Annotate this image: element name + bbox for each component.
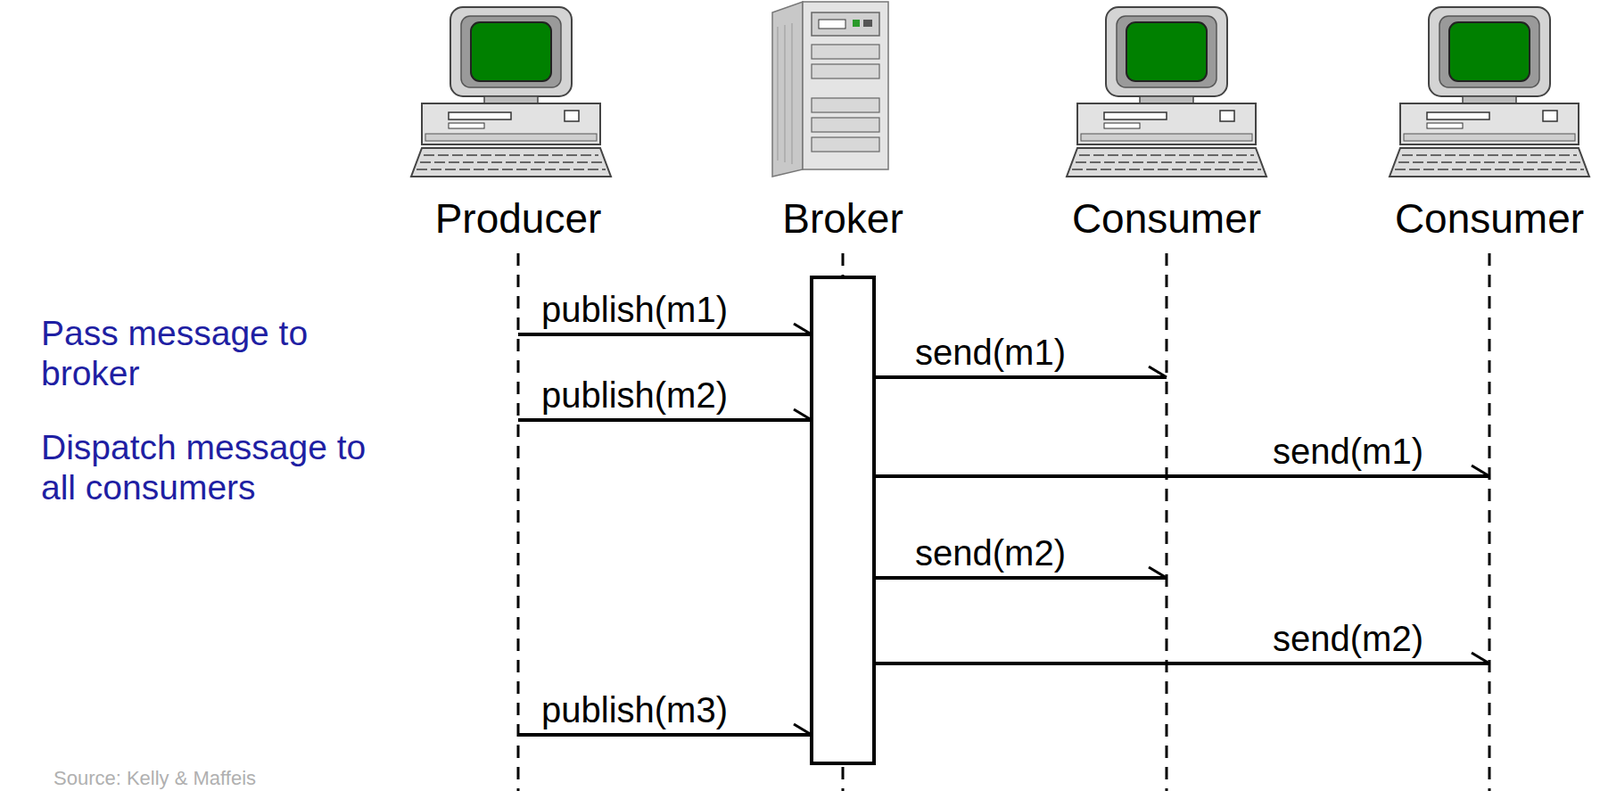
step-note: Dispatch message to all consumers bbox=[41, 428, 389, 509]
participant-label: Broker bbox=[782, 196, 903, 242]
step-note: Pass message to broker bbox=[41, 313, 389, 395]
participant-label: Consumer bbox=[1072, 196, 1262, 242]
source-note: Source: Kelly & Maffeis bbox=[53, 767, 256, 791]
arrow-head bbox=[793, 409, 812, 421]
message-label: send(m2) bbox=[1270, 618, 1426, 659]
participant-label: Consumer bbox=[1394, 196, 1584, 242]
participant-name: Consumer bbox=[1072, 196, 1262, 242]
arrow-head bbox=[1471, 652, 1490, 664]
arrow-head bbox=[1471, 465, 1490, 477]
message-line bbox=[874, 576, 1167, 580]
activation-box bbox=[811, 277, 875, 764]
arrow-head bbox=[1148, 366, 1167, 378]
server-icon bbox=[772, 1, 889, 177]
message-label: publish(m2) bbox=[539, 375, 730, 415]
message-label: publish(m1) bbox=[539, 289, 730, 330]
arrow-head bbox=[1148, 567, 1167, 578]
participant-label: Producer bbox=[435, 196, 603, 242]
message-line bbox=[518, 418, 812, 422]
lifeline bbox=[1164, 253, 1168, 791]
arrow-head bbox=[793, 323, 812, 335]
participant-name: Broker bbox=[782, 196, 903, 242]
message-label: send(m1) bbox=[913, 332, 1068, 372]
message-label: publish(m3) bbox=[539, 690, 730, 730]
message-line bbox=[518, 332, 812, 337]
arrow-head bbox=[793, 724, 812, 735]
message-label: send(m1) bbox=[1270, 431, 1426, 471]
lifeline bbox=[1487, 253, 1491, 791]
message-line bbox=[874, 661, 1490, 666]
message-line bbox=[518, 733, 812, 737]
participant-name: Producer bbox=[435, 196, 603, 242]
message-line bbox=[874, 474, 1490, 479]
message-label: send(m2) bbox=[913, 533, 1068, 573]
participant-name: Consumer bbox=[1394, 196, 1584, 242]
message-line bbox=[874, 375, 1167, 380]
